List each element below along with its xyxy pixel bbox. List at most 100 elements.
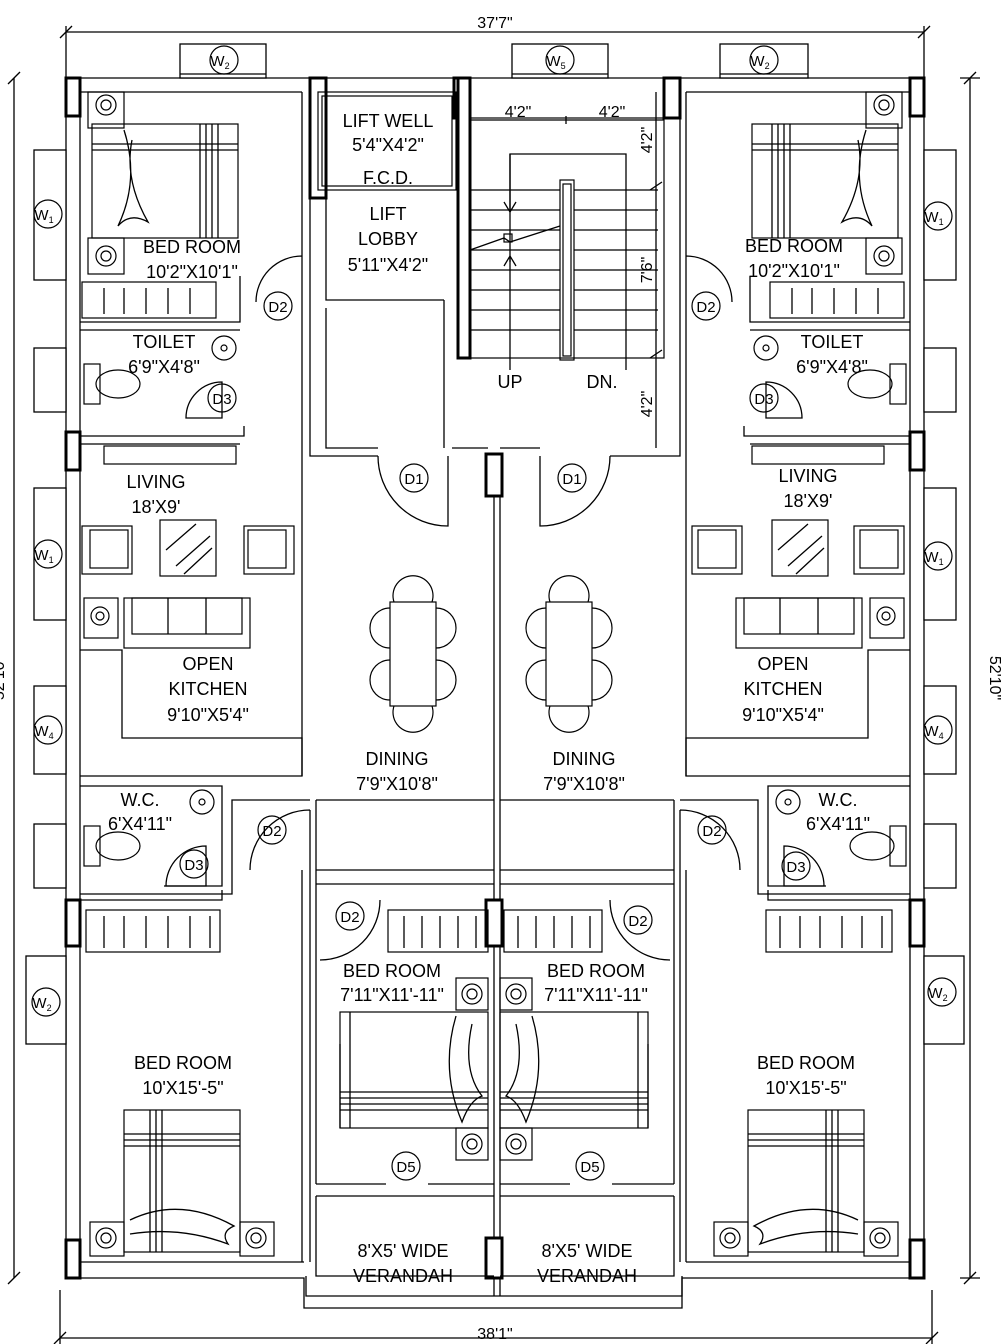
tag-d2-bed-br: D2 [702,823,721,840]
tag-w1-right-top: W1 [924,209,943,227]
toilet-l-size: 6'9"X4'8" [128,357,200,377]
bed-center-left [339,977,489,1161]
lift-lobby-label-2: LOBBY [358,229,418,249]
tag-d5-right: D5 [580,1159,599,1176]
stair-width-2: 4'2" [599,104,626,121]
bed-bl-size: 10'X15'-5" [142,1078,223,1098]
kitchen-r-size: 9'10"X5'4" [742,705,824,725]
stair-width-1: 4'2" [505,104,532,121]
bed-tl-size: 10'2"X10'1" [146,262,238,282]
fcd-label: F.C.D. [363,168,413,188]
living-r-name: LIVING [778,466,837,486]
dining-table-left [369,575,457,733]
bed-cl-size: 7'11"X11'-11" [340,985,444,1005]
bed-br-name: BED ROOM [757,1053,855,1073]
lift-well-size: 5'4"X4'2" [352,135,424,155]
tag-w1-right-mid: W1 [924,549,943,567]
dining-r-name: DINING [553,749,616,769]
columns [64,76,926,1280]
tag-d2-bed-bl: D2 [262,823,281,840]
verandah-l-name-2: VERANDAH [353,1266,453,1286]
lift-well [317,91,457,191]
living-furniture-right [691,445,905,649]
wardrobes [81,281,905,953]
tag-d2-bed-cl: D2 [340,909,359,926]
dimension-lines [7,25,980,1344]
kitchen-l-name-2: KITCHEN [168,679,247,699]
tag-d2-bed-tl: D2 [268,299,287,316]
tag-d1-left: D1 [404,471,423,488]
tag-w2-right-bottom: W2 [928,985,947,1003]
verandah-r-name-2: VERANDAH [537,1266,637,1286]
kitchen-l-size: 9'10"X5'4" [167,705,249,725]
living-furniture-left [81,445,295,649]
wc-l-size: 6'X4'11" [108,814,172,834]
tag-d1-right: D1 [562,471,581,488]
living-l-name: LIVING [126,472,185,492]
tag-w4-left: W4 [34,723,53,741]
bed-cr-size: 7'11"X11'-11" [544,985,648,1005]
lift-lobby-size: 5'11"X4'2" [348,255,428,275]
kitchen-r-name-2: KITCHEN [743,679,822,699]
tag-w2-top-left: W2 [210,53,229,71]
bed-bottom-right [713,1109,899,1257]
top-width-label: 37'7" [477,15,512,32]
bed-top-left [87,91,239,275]
tag-d3-wc-r: D3 [786,859,805,876]
stair-bot-dim: 4'2" [639,391,656,418]
dining-l-size: 7'9"X10'8" [356,774,438,794]
kitchen-r-name-1: OPEN [757,654,808,674]
tag-w2-left-bottom: W2 [32,995,51,1013]
stair-dn-label: DN. [587,372,618,392]
bed-tl-name: BED ROOM [143,237,241,257]
verandah-r-name-1: 8'X5' WIDE [542,1241,633,1261]
toilet-r-size: 6'9"X4'8" [796,357,868,377]
outer-walls [65,77,925,1309]
wc-r-name: W.C. [819,790,858,810]
verandah-l-name-1: 8'X5' WIDE [358,1241,449,1261]
wc-l-name: W.C. [121,790,160,810]
bed-tr-size: 10'2"X10'1" [748,261,840,281]
living-r-size: 18'X9' [784,491,833,511]
bed-tr-name: BED ROOM [745,236,843,256]
interior-walls-left [80,92,494,1277]
bed-br-size: 10'X15'-5" [765,1078,846,1098]
tag-w1-left-mid: W1 [34,547,53,565]
tag-d3-toilet-r: D3 [754,391,773,408]
dining-r-size: 7'9"X10'8" [543,774,625,794]
bed-top-right [751,91,903,275]
bed-bl-name: BED ROOM [134,1053,232,1073]
kitchen-l-name-1: OPEN [182,654,233,674]
left-height-label: 52'10" [0,656,8,700]
door-swings [249,255,741,961]
interior-walls-right [315,92,910,1277]
dining-l-name: DINING [366,749,429,769]
tag-w5-top: W5 [546,53,565,71]
tag-w2-top-right: W2 [750,53,769,71]
wc-r-size: 6'X4'11" [806,814,870,834]
right-height-label: 52'10" [986,656,1003,700]
windows [25,43,965,1045]
bottom-width-label: 38'1" [477,1326,512,1343]
tag-d2-bed-tr: D2 [696,299,715,316]
dining-table-right [525,575,613,733]
bed-bottom-left [89,1109,275,1257]
tag-d2-bed-cr: D2 [628,913,647,930]
bed-cl-name: BED ROOM [343,961,441,981]
staircase [469,92,665,448]
toilet-fixtures [83,335,907,887]
stair-top-dim: 4'2" [639,127,656,154]
tag-w1-left-top: W1 [34,207,53,225]
tag-d3-wc-l: D3 [184,857,203,874]
tag-d5-left: D5 [396,1159,415,1176]
lift-well-label: LIFT WELL [343,111,434,131]
tag-w4-right: W4 [924,723,943,741]
bed-center-right [499,977,649,1161]
stair-mid-dim: 7'6" [639,257,656,284]
lift-lobby-label-1: LIFT [369,204,406,224]
stair-up-label: UP [497,372,522,392]
toilet-r-name: TOILET [801,332,864,352]
toilet-l-name: TOILET [133,332,196,352]
tag-d3-toilet-l: D3 [212,391,231,408]
tag-circles [31,45,957,1181]
